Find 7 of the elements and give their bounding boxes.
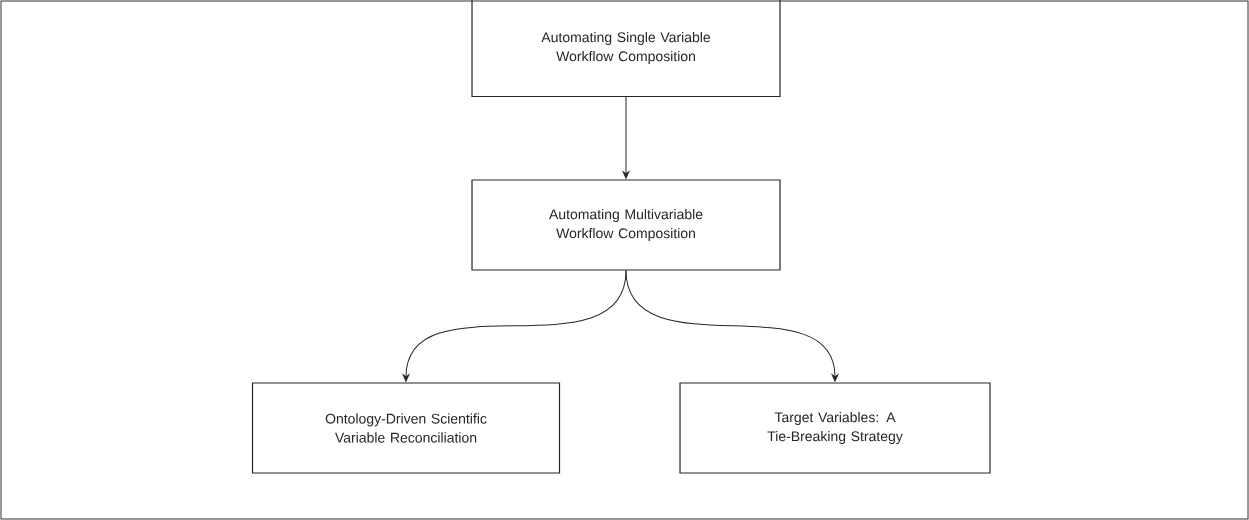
arrow bbox=[402, 270, 627, 382]
process-box: Automating Single Variable Workflow Composition bbox=[471, 0, 781, 98]
process-box: Target Variables: A Tie-Breaking Strategy bbox=[679, 382, 991, 474]
arrow bbox=[625, 270, 839, 382]
arrow bbox=[622, 96, 630, 179]
process-box: Ontology-Driven Scientific Variable Reconciliation bbox=[251, 382, 561, 474]
process-box: Automating Multivariable Workflow Composition bbox=[471, 179, 781, 271]
